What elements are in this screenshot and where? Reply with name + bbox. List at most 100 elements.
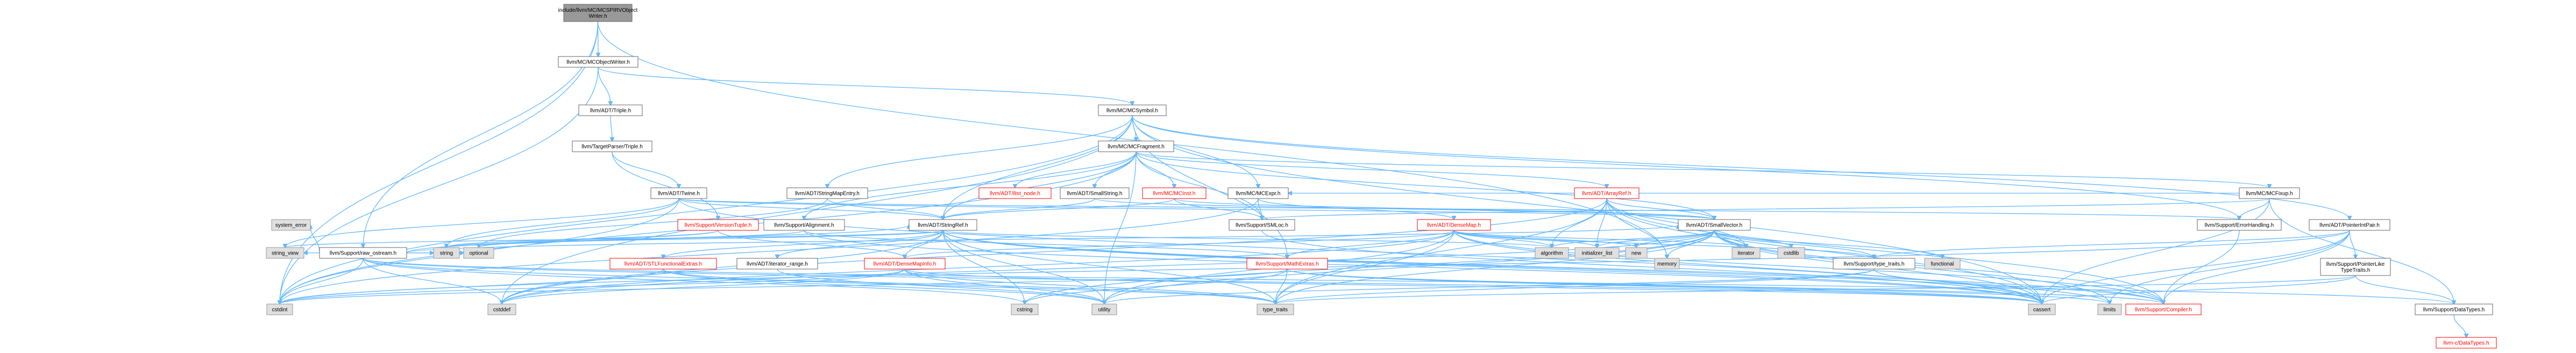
node-stringmapentry[interactable]: llvm/ADT/StringMapEntry.h <box>786 187 868 199</box>
node-label-smallvector-0: llvm/ADT/SmallVector.h <box>1686 223 1742 229</box>
edge-stringref-to-limits <box>942 230 2110 304</box>
node-label-targetparsertriple-0: llvm/TargetParser/Triple.h <box>581 144 643 150</box>
node-mcfixup[interactable]: llvm/MC/MCFixup.h <box>2239 187 2300 199</box>
edge-type_traits_h-to-type_traits <box>1275 269 1875 304</box>
edge-type_traits_h-to-compiler <box>1874 269 2163 304</box>
edge-mathextras-to-limits <box>1287 269 2110 304</box>
node-cstring[interactable]: cstring <box>1011 303 1039 315</box>
node-mcsymbol[interactable]: llvm/MC/MCSymbol.h <box>1098 104 1167 116</box>
edge-pointerliketypetraits-to-datatypes_support <box>2355 275 2454 304</box>
node-box-twine <box>650 187 707 199</box>
node-limits[interactable]: limits <box>2097 303 2122 315</box>
edge-alignment-to-cassert <box>804 230 2042 304</box>
dependency-edges <box>280 21 2466 337</box>
edge-mcexpr-to-densemap <box>1258 198 1454 220</box>
node-cstdlib[interactable]: cstdlib <box>1777 247 1805 259</box>
node-label-datatypes_c-0: llvm-c/DataTypes.h <box>2443 341 2489 347</box>
node-stringref[interactable]: llvm/ADT/StringRef.h <box>909 219 977 231</box>
node-algorithm[interactable]: algorithm <box>1535 247 1569 259</box>
edge-mcsymbol-to-stringmapentry <box>827 115 1133 188</box>
edge-mcinst-to-smloc <box>1174 198 1262 220</box>
edge-raw_ostream-to-cstdint <box>280 258 364 304</box>
node-label-cstring-0: cstring <box>1017 307 1032 313</box>
node-compiler[interactable]: llvm/Support/Compiler.h <box>2125 303 2202 315</box>
node-box-system_error <box>271 219 311 231</box>
node-memory[interactable]: memory <box>1654 258 1680 270</box>
node-type_traits[interactable]: type_traits <box>1257 303 1294 315</box>
node-box-cstdint <box>266 303 293 315</box>
node-datatypes_c[interactable]: llvm-c/DataTypes.h <box>2436 337 2497 349</box>
edge-stringref-to-cstddef <box>502 230 943 304</box>
edge-alignment-to-optional <box>479 230 805 248</box>
edge-mcfragment-to-stringref <box>943 151 1137 220</box>
node-smallvector[interactable]: llvm/ADT/SmallVector.h <box>1678 219 1751 231</box>
edge-stringmapentry-to-stringref <box>827 198 943 220</box>
node-box-stringref <box>909 219 977 231</box>
node-triple[interactable]: llvm/ADT/Triple.h <box>578 104 643 116</box>
edge-twine-to-string <box>446 198 679 248</box>
node-new[interactable]: new <box>1625 247 1648 259</box>
node-box-mcexpr <box>1227 187 1289 199</box>
node-cstddef[interactable]: cstddef <box>487 303 516 315</box>
node-box-optional <box>463 247 494 259</box>
node-mcobjectwriter[interactable]: llvm/MC/MCObjectWriter.h <box>558 56 638 68</box>
node-system_error[interactable]: system_error <box>271 219 311 231</box>
edge-objwriter-to-cstdint <box>280 21 599 304</box>
node-targetparsertriple[interactable]: llvm/TargetParser/Triple.h <box>572 140 652 152</box>
node-label-string_view-0: string_view <box>272 251 299 257</box>
node-label-type_traits-0: type_traits <box>1263 307 1288 313</box>
node-label-stlfunctional-0: llvm/ADT/STLFunctionalExtras.h <box>625 262 702 267</box>
edge-stringref-to-stlfunctional <box>663 230 943 258</box>
node-datatypes_support[interactable]: llvm/Support/DataTypes.h <box>2415 303 2493 315</box>
node-errorhandling[interactable]: llvm/Support/ErrorHandling.h <box>2197 219 2282 231</box>
node-mathextras[interactable]: llvm/Support/MathExtras.h <box>1246 258 1328 270</box>
node-stlfunctional[interactable]: llvm/ADT/STLFunctionalExtras.h <box>609 258 717 270</box>
node-twine[interactable]: llvm/ADT/Twine.h <box>650 187 707 199</box>
node-pointerintpair[interactable]: llvm/ADT/PointerIntPair.h <box>2309 219 2390 231</box>
node-label-mcfixup-0: llvm/MC/MCFixup.h <box>2246 191 2293 197</box>
edge-smallvector-to-initializer_list <box>1597 230 1715 248</box>
node-mcfragment[interactable]: llvm/MC/MCFragment.h <box>1098 140 1174 152</box>
edge-densemap-to-type_traits_h <box>1453 230 1874 258</box>
node-smallstring[interactable]: llvm/ADT/SmallString.h <box>1060 187 1130 199</box>
node-iterator_range[interactable]: llvm/ADT/iterator_range.h <box>736 258 818 270</box>
node-raw_ostream[interactable]: llvm/Support/raw_ostream.h <box>319 247 407 259</box>
edge-iterator_range-to-utility <box>777 269 1104 304</box>
edge-mcfixup-to-cassert <box>2042 198 2270 304</box>
node-densemap[interactable]: llvm/ADT/DenseMap.h <box>1417 219 1491 231</box>
node-iterator[interactable]: iterator <box>1731 247 1761 259</box>
node-cstdint[interactable]: cstdint <box>266 303 293 315</box>
node-label-pointerintpair-0: llvm/ADT/PointerIntPair.h <box>2319 223 2380 229</box>
node-label-smallstring-0: llvm/ADT/SmallString.h <box>1067 191 1123 197</box>
edge-targetparsertriple-to-twine <box>612 151 679 188</box>
edge-triple-to-targetparsertriple <box>611 115 612 141</box>
node-box-mcfixup <box>2239 187 2300 199</box>
edge-mcfixup-to-datatypes_support <box>2269 198 2454 304</box>
node-alignment[interactable]: llvm/Support/Alignment.h <box>763 219 845 231</box>
node-mcinst[interactable]: llvm/MC/MCInst.h <box>1142 187 1207 199</box>
node-densemapinfo[interactable]: llvm/ADT/DenseMapInfo.h <box>864 258 946 270</box>
node-functional[interactable]: functional <box>1924 258 1961 270</box>
node-arrayref[interactable]: llvm/ADT/ArrayRef.h <box>1574 187 1640 199</box>
node-ilist_node[interactable]: llvm/ADT/ilist_node.h <box>978 187 1052 199</box>
node-string_view[interactable]: string_view <box>266 247 304 259</box>
node-label-twine-0: llvm/ADT/Twine.h <box>658 191 700 197</box>
node-initializer_list[interactable]: initializer_list <box>1574 247 1620 259</box>
node-string[interactable]: string <box>433 247 460 259</box>
node-utility[interactable]: utility <box>1091 303 1117 315</box>
node-optional[interactable]: optional <box>463 247 494 259</box>
node-label-densemapinfo-0: llvm/ADT/DenseMapInfo.h <box>874 262 936 267</box>
node-box-type_traits <box>1257 303 1294 315</box>
node-type_traits_h[interactable]: llvm/Support/type_traits.h <box>1833 258 1915 270</box>
edge-arrayref-to-initializer_list <box>1597 198 1607 248</box>
node-versiontuple[interactable]: llvm/Support/VersionTuple.h <box>677 219 759 231</box>
node-box-new <box>1625 247 1648 259</box>
node-box-datatypes_c <box>2436 337 2497 349</box>
node-box-smallstring <box>1060 187 1130 199</box>
edge-smallvector-to-type_traits <box>1275 230 1715 304</box>
node-mcexpr[interactable]: llvm/MC/MCExpr.h <box>1227 187 1289 199</box>
edge-mcsymbol-to-cstddef <box>502 115 1133 304</box>
node-smloc[interactable]: llvm/Support/SMLoc.h <box>1229 219 1295 231</box>
node-cassert[interactable]: cassert <box>2028 303 2056 315</box>
